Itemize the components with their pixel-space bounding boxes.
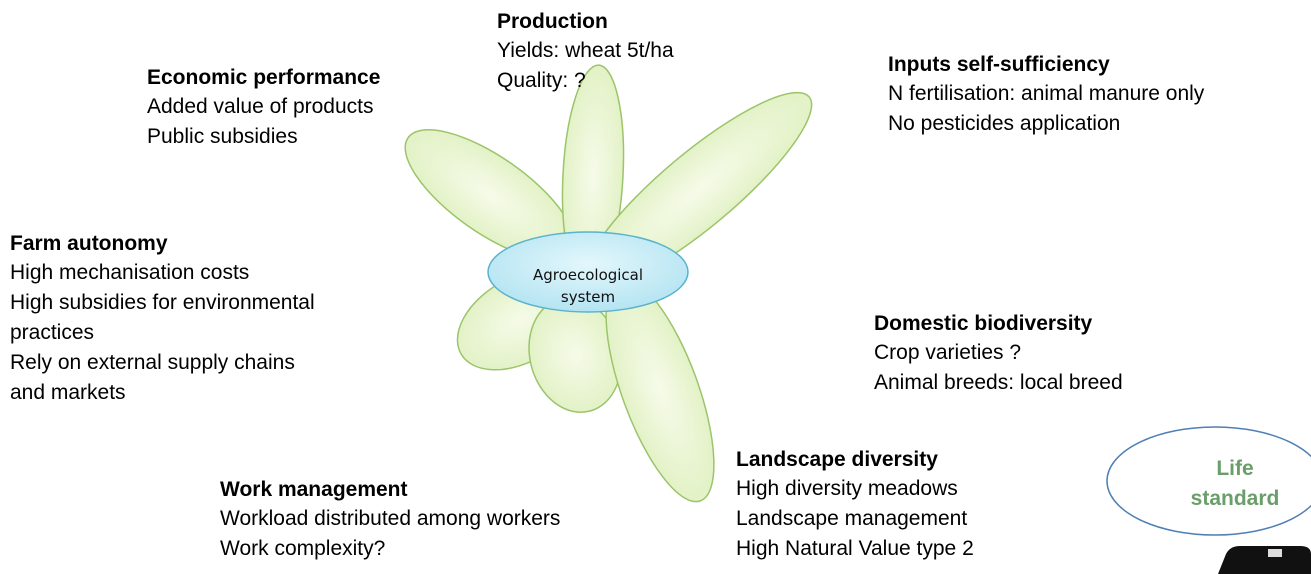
biodiversity-line: Animal breeds: local breed — [874, 371, 1123, 394]
inputs-block: Inputs self-sufficiency N fertilisation:… — [888, 51, 1204, 139]
landscape-line: High diversity meadows — [736, 477, 958, 500]
economic-line: Public subsidies — [147, 125, 298, 148]
economic-block: Economic performance Added value of prod… — [147, 64, 380, 152]
autonomy-line: High subsidies for environmental — [10, 291, 315, 314]
landscape-line: High Natural Value type 2 — [736, 537, 974, 560]
vehicle-icon — [1218, 546, 1311, 574]
autonomy-block: Farm autonomy High mechanisation costs H… — [10, 230, 315, 408]
life-ellipse — [1106, 426, 1311, 536]
economic-title: Economic performance — [147, 66, 381, 89]
life-standard-label: Life standard — [1150, 454, 1311, 514]
production-line: Yields: wheat 5t/ha — [497, 39, 674, 62]
center-label-line2: system — [560, 288, 616, 306]
biodiversity-title: Domestic biodiversity — [874, 312, 1093, 335]
biodiversity-line: Crop varieties ? — [874, 341, 1022, 364]
center-label: Agroecological system — [488, 246, 688, 326]
autonomy-line: Rely on external supply chains — [10, 351, 295, 374]
autonomy-title: Farm autonomy — [10, 232, 168, 255]
work-block: Work management Workload distributed amo… — [220, 476, 560, 564]
life-line1: Life — [1216, 457, 1254, 480]
work-line: Workload distributed among workers — [220, 507, 561, 530]
economic-line: Added value of products — [147, 95, 374, 118]
biodiversity-block: Domestic biodiversity Crop varieties ? A… — [874, 310, 1123, 398]
inputs-line: N fertilisation: animal manure only — [888, 82, 1205, 105]
landscape-line: Landscape management — [736, 507, 968, 530]
inputs-title: Inputs self-sufficiency — [888, 53, 1110, 76]
landscape-title: Landscape diversity — [736, 448, 938, 471]
autonomy-line: practices — [10, 321, 95, 344]
inputs-line: No pesticides application — [888, 112, 1121, 135]
center-ellipse — [487, 231, 689, 313]
autonomy-line: and markets — [10, 381, 126, 404]
center-label-line1: Agroecological — [532, 266, 644, 284]
work-line: Work complexity? — [220, 537, 386, 560]
production-line: Quality: ? — [497, 69, 586, 92]
work-title: Work management — [220, 478, 408, 501]
production-title: Production — [497, 10, 608, 33]
life-line2: standard — [1190, 487, 1280, 510]
landscape-block: Landscape diversity High diversity meado… — [736, 446, 974, 564]
autonomy-line: High mechanisation costs — [10, 261, 250, 284]
production-block: Production Yields: wheat 5t/ha Quality: … — [497, 8, 674, 96]
